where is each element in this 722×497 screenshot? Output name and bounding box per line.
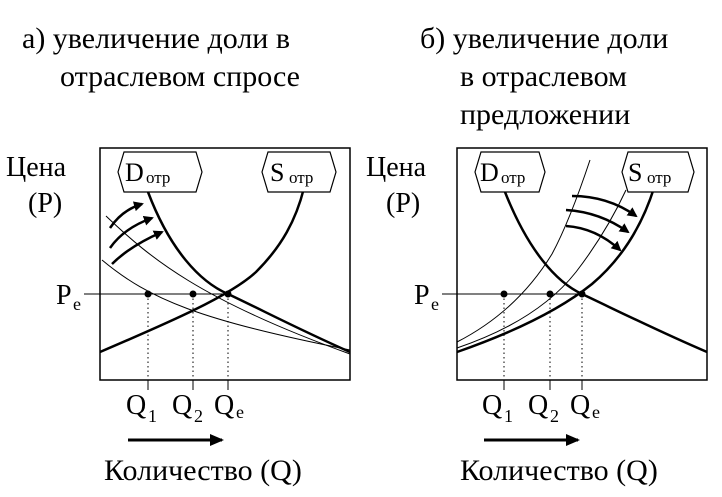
panel-b: б) увеличение доли в отраслевом предложе… <box>366 22 708 487</box>
panel-b-demand-label: D отр <box>474 151 546 193</box>
panel-b-title-line1: б) увеличение доли <box>420 22 668 55</box>
svg-text:Q: Q <box>570 390 590 421</box>
svg-text:Q: Q <box>214 390 234 421</box>
panel-a-supply-curve <box>99 187 306 354</box>
svg-text:P: P <box>414 280 430 311</box>
panel-b-qe-label: Q e <box>570 390 600 422</box>
panel-a-y-label-line2: (Р) <box>28 188 62 219</box>
panel-a-title-line2: отраслевом спросе <box>60 60 300 93</box>
panel-a-shift-arrow-1 <box>108 201 144 229</box>
panel-a-demand-curve <box>146 191 351 354</box>
panel-a-shift-arrow-2 <box>108 215 154 249</box>
panel-b-q1-label: Q 1 <box>482 390 513 426</box>
panel-b-y-label-line2: (Р) <box>386 188 420 219</box>
panel-a-shift-arrow-3 <box>111 230 164 265</box>
svg-text:2: 2 <box>550 406 559 426</box>
svg-text:Q: Q <box>126 390 146 421</box>
svg-text:P: P <box>56 280 72 311</box>
svg-text:D: D <box>125 158 144 187</box>
panel-b-q2-label: Q 2 <box>528 390 559 426</box>
panel-a-x-label: Количество (Q) <box>104 454 302 487</box>
panel-b-supply-label: S отр <box>621 151 695 193</box>
svg-text:e: e <box>236 402 244 422</box>
panel-b-supply-curve <box>456 187 656 354</box>
svg-text:1: 1 <box>504 406 513 426</box>
svg-text:e: e <box>73 294 81 314</box>
panel-a-q2-label: Q 2 <box>172 390 203 426</box>
svg-text:Q: Q <box>528 390 548 421</box>
panel-b-x-label: Количество (Q) <box>460 454 658 487</box>
svg-text:отр: отр <box>146 168 170 187</box>
panel-a-plot-frame <box>99 147 351 381</box>
panel-a-y-label-line1: Цена <box>6 152 67 183</box>
svg-text:Q: Q <box>172 390 192 421</box>
panel-a-q1-label: Q 1 <box>126 390 157 426</box>
svg-text:e: e <box>592 402 600 422</box>
panel-b-point-q1 <box>500 290 508 298</box>
panel-b-y-label-line1: Цена <box>366 152 427 183</box>
svg-text:отр: отр <box>501 168 525 187</box>
panel-a: а) увеличение доли в отраслевом спросе Ц… <box>6 22 351 487</box>
panel-a-supply-label: S отр <box>261 151 337 193</box>
svg-text:отр: отр <box>289 168 313 187</box>
panel-a-point-q2 <box>189 290 197 298</box>
svg-text:1: 1 <box>148 406 157 426</box>
panel-b-shift-arrow-2 <box>565 208 630 234</box>
svg-text:отр: отр <box>647 168 671 187</box>
panel-b-title-line3: предложении <box>460 98 630 131</box>
svg-text:2: 2 <box>194 406 203 426</box>
panel-b-supply-shift-1 <box>456 159 591 343</box>
svg-text:e: e <box>431 294 439 314</box>
panel-a-demand-shift-2 <box>101 259 351 351</box>
panel-b-shift-arrow-3 <box>565 224 622 252</box>
panel-a-point-qe <box>224 290 232 298</box>
svg-text:Q: Q <box>482 390 502 421</box>
panel-a-point-q1 <box>144 290 152 298</box>
svg-text:D: D <box>480 158 499 187</box>
panel-a-title-line1: а) увеличение доли в <box>22 22 290 55</box>
panel-b-shift-arrow-1 <box>571 194 638 218</box>
panel-b-point-qe <box>578 290 586 298</box>
svg-text:S: S <box>270 158 284 187</box>
panel-a-demand-label: D отр <box>117 151 203 193</box>
panel-b-title-line2: в отраслевом <box>460 60 627 93</box>
panel-a-qe-label: Q e <box>214 390 244 422</box>
panel-a-price-label: P e <box>56 280 81 314</box>
panel-b-price-label: P e <box>414 280 439 314</box>
svg-text:S: S <box>628 158 642 187</box>
panel-b-point-q2 <box>546 290 554 298</box>
